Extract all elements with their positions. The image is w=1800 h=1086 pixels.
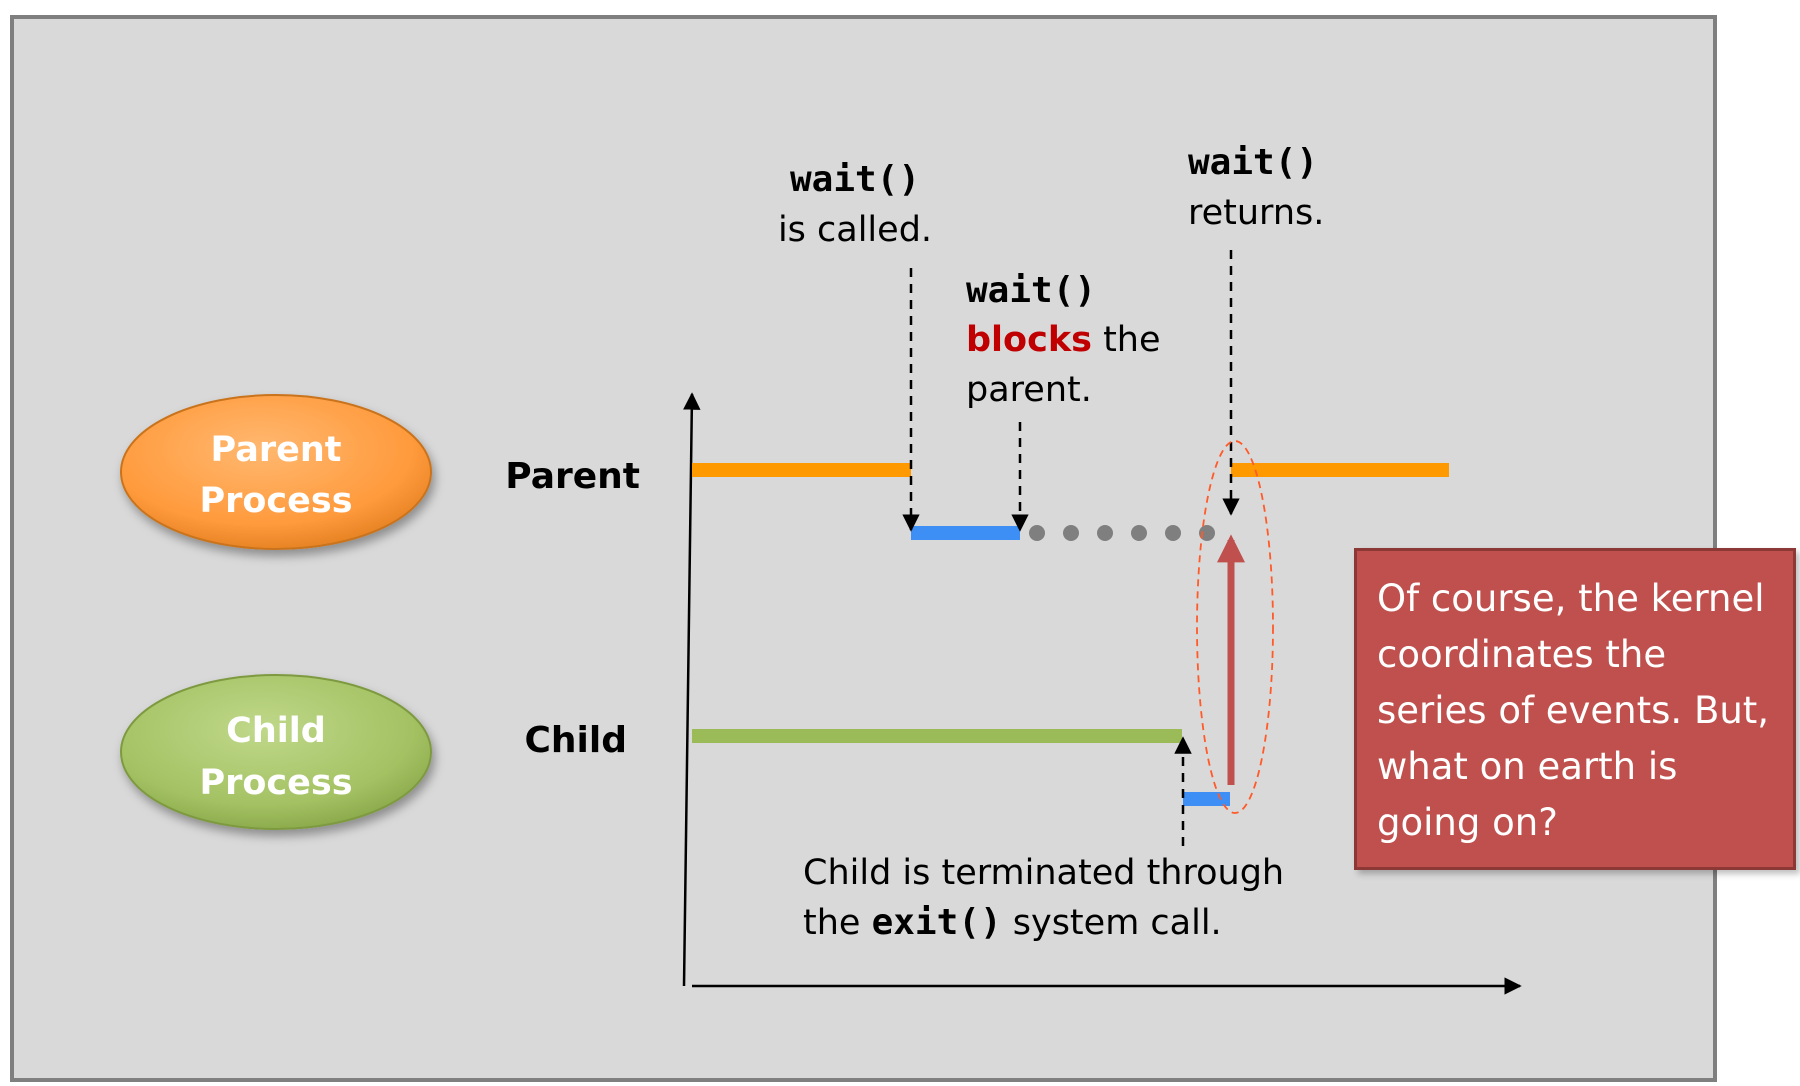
blocked-dot (1131, 525, 1147, 541)
blocked-dots (1029, 525, 1215, 541)
wait-blocks-line3: parent. (966, 370, 1092, 410)
exit-line2: the exit() system call. (803, 902, 1222, 943)
blocks-word: blocks (966, 320, 1092, 360)
parent-row-label: Parent (505, 456, 640, 497)
blocked-dot (1063, 525, 1079, 541)
exit-line2-post: system call. (1002, 903, 1222, 943)
child-row-label: Child (525, 720, 628, 761)
wait-returns-text: returns. (1188, 193, 1324, 233)
blocked-dot (1165, 525, 1181, 541)
exit-line1: Child is terminated through (803, 853, 1284, 893)
parent-process-oval: Parent Process (120, 394, 432, 550)
wait-blocks-code: wait() (966, 270, 1096, 311)
blocked-dot (1097, 525, 1113, 541)
parent-process-label-line2: Process (199, 481, 352, 521)
kernel-callout-box: Of course, the kernel coordinates the se… (1354, 548, 1796, 870)
blocked-dot (1199, 525, 1215, 541)
wait-returns-code: wait() (1188, 142, 1318, 183)
exit-line2-pre: the (803, 903, 872, 943)
wait-blocks-line2: blocks the (966, 320, 1161, 360)
blocks-rest: the (1092, 320, 1161, 360)
child-process-label-line2: Process (199, 763, 352, 803)
blocked-dot (1029, 525, 1045, 541)
exit-code: exit() (872, 902, 1002, 943)
child-process-oval: Child Process (120, 674, 432, 830)
wait-called-text: is called. (778, 210, 932, 250)
kernel-callout-text: Of course, the kernel coordinates the se… (1377, 577, 1770, 844)
wait-called-code: wait() (790, 159, 920, 200)
parent-process-label-line1: Parent (211, 430, 342, 470)
y-axis (682, 392, 701, 987)
highlight-ellipse (1196, 440, 1274, 814)
child-process-label-line1: Child (226, 711, 326, 751)
